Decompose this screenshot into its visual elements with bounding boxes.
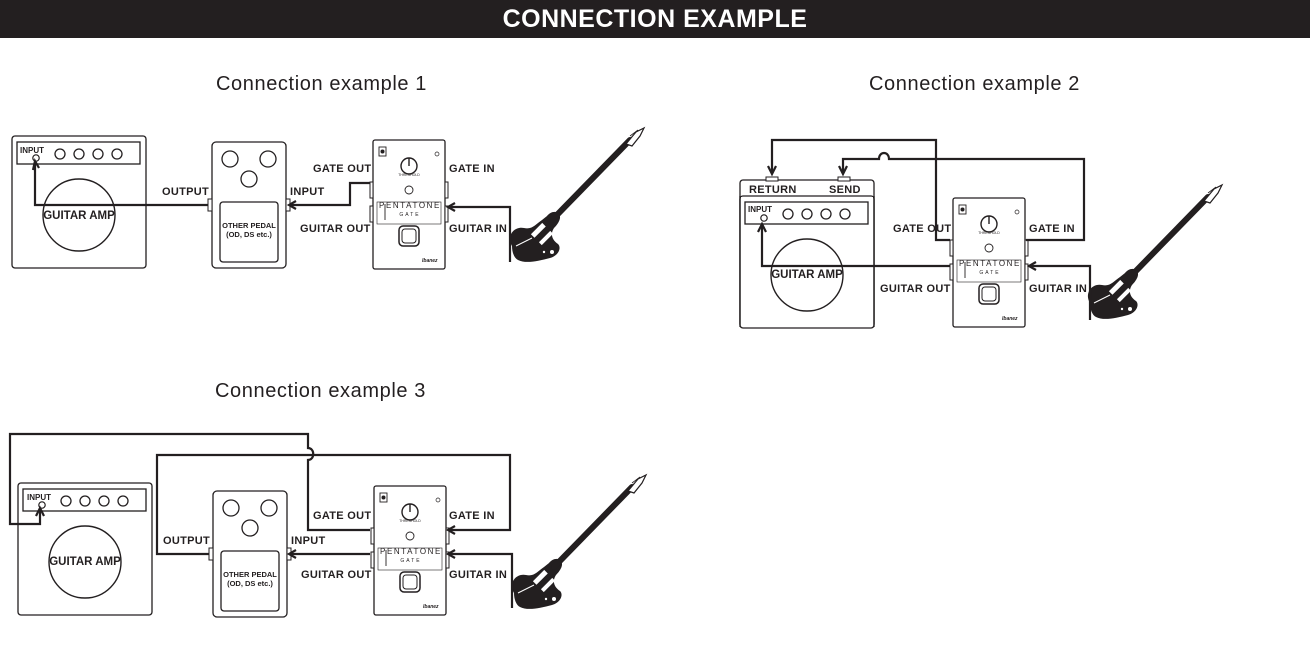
example-1-gate-out-label: GATE OUT — [313, 163, 371, 175]
example-3-cable-guitar-to-gate — [449, 552, 514, 608]
example-3-output-label: OUTPUT — [163, 535, 210, 547]
example-3-gate-in-label: GATE IN — [449, 510, 495, 522]
example-3-other-pedal: OTHER PEDAL (OD, DS etc.) — [208, 490, 292, 618]
example-1-guitar-amp: INPUT GUITAR AMP — [11, 135, 147, 269]
example-2-title: Connection example 2 — [869, 73, 1081, 95]
example-1-amp-input-label: INPUT — [20, 146, 44, 155]
example-1-gate-model: GATE — [399, 212, 420, 218]
example-2-amp-input-label: INPUT — [748, 205, 772, 214]
example-2-gate-model: GATE — [979, 270, 1000, 276]
example-1-guitar-out-label: GUITAR OUT — [300, 223, 371, 235]
example-2-return-label: RETURN — [749, 184, 797, 196]
example-1-cable-guitar-to-gate — [449, 205, 512, 262]
example-2-gate-pedal: THRESHOLD PENTATONE GATE — [949, 197, 1029, 328]
example-1-other-pedal-sublabel: (OD, DS etc.) — [226, 230, 272, 239]
page-title: CONNECTION EXAMPLE — [502, 4, 808, 33]
example-1-gate-brand: PENTATONE — [379, 201, 441, 210]
example-3-gate-model: GATE — [400, 558, 421, 564]
example-1-gate-knob-label: THRESHOLD — [398, 173, 420, 177]
example-3-guitar-amp: INPUT GUITAR AMP — [17, 482, 153, 616]
example-2-gate-in-label: GATE IN — [1029, 223, 1075, 235]
example-2-gate-brand: PENTATONE — [959, 259, 1021, 268]
example-2-gate-knob-label: THRESHOLD — [978, 231, 1000, 235]
example-3-guitar-in-label: GUITAR IN — [449, 569, 507, 581]
example-2-guitar-out-label: GUITAR OUT — [880, 283, 951, 295]
example-3-other-pedal-sublabel: (OD, DS etc.) — [227, 579, 273, 588]
example-1-output-label: OUTPUT — [162, 186, 209, 198]
example-2-cable-gate-to-return — [770, 138, 950, 242]
example-2-guitar-amp: RETURN SEND INPUT GUITAR AMP — [739, 176, 875, 329]
example-1-amp-label: GUITAR AMP — [43, 210, 115, 222]
example-2-cable-send-to-gate — [841, 151, 1086, 242]
example-3-guitar — [512, 475, 646, 609]
example-3-gate-knob-label: THRESHOLD — [399, 519, 421, 523]
example-3-guitar-out-label: GUITAR OUT — [301, 569, 372, 581]
example-1-guitar — [510, 128, 644, 262]
example-2-guitar — [1088, 185, 1222, 319]
example-1-gate-in-label: GATE IN — [449, 163, 495, 175]
example-2-cable-gate-to-input — [760, 225, 950, 268]
example-2-cable-guitar-to-gate — [1030, 264, 1092, 320]
example-2-guitar-in-label: GUITAR IN — [1029, 283, 1087, 295]
example-3-cable-gate-to-amp — [8, 432, 370, 532]
example-3-amp-input-label: INPUT — [27, 493, 51, 502]
example-1-other-pedal-label: OTHER PEDAL — [222, 221, 276, 230]
example-2-amp-label: GUITAR AMP — [771, 269, 843, 281]
example-3-other-pedal-label: OTHER PEDAL — [223, 570, 277, 579]
example-3-amp-label: GUITAR AMP — [49, 556, 121, 568]
example-1-cable-gate-to-pedal — [290, 181, 370, 207]
example-3-gate-brand: PENTATONE — [380, 547, 442, 556]
page-header: CONNECTION EXAMPLE — [0, 0, 1310, 38]
example-3-cable-pedal-to-gate — [155, 453, 512, 556]
example-2-send-label: SEND — [829, 184, 861, 196]
example-3-input-label: INPUT — [291, 535, 326, 547]
example-1-guitar-in-label: GUITAR IN — [449, 223, 507, 235]
example-3-title: Connection example 3 — [215, 380, 427, 402]
example-3-gate-pedal: THRESHOLD PENTATONE GATE — [370, 485, 450, 616]
example-1-input-label: INPUT — [290, 186, 325, 198]
example-1-cable-to-amp — [33, 163, 208, 207]
example-2-diagram: RETURN SEND INPUT GUITAR AMP THRESHOLD P… — [739, 138, 1222, 329]
example-1-diagram: INPUT GUITAR AMP OTHER PEDAL (OD, DS etc… — [11, 128, 644, 270]
example-2-gate-out-label: GATE OUT — [893, 223, 951, 235]
example-1-title: Connection example 1 — [216, 73, 428, 95]
example-3-diagram: INPUT GUITAR AMP OTHER PEDAL (OD, DS etc… — [8, 432, 646, 618]
example-3-gate-out-label: GATE OUT — [313, 510, 371, 522]
example-1-other-pedal: OTHER PEDAL (OD, DS etc.) — [207, 141, 291, 269]
example-1-gate-pedal: THRESHOLD PENTATONE GATE — [369, 139, 449, 270]
